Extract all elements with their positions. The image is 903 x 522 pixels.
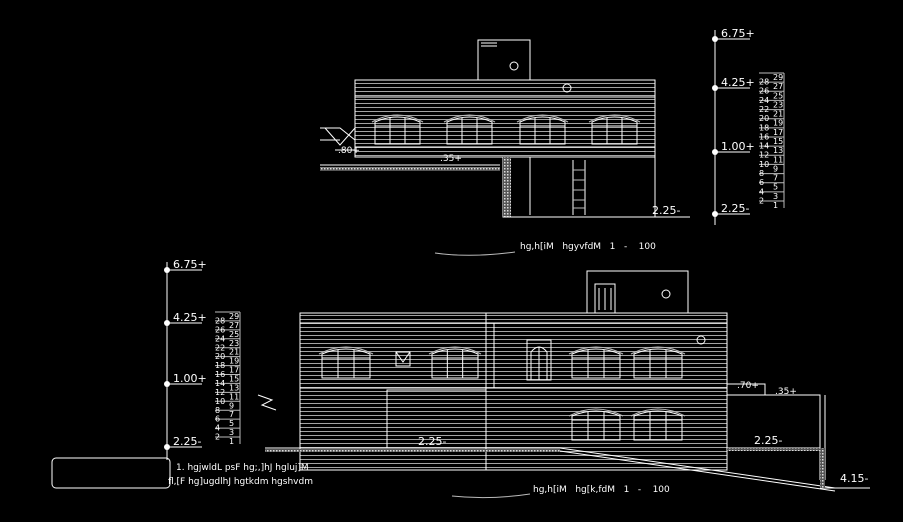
top-view-title: hg,h[iM hgyvfdM 1 - 100 xyxy=(520,242,656,252)
roof-box xyxy=(586,270,689,314)
step-number: 17 xyxy=(229,366,239,375)
step-number: 13 xyxy=(229,383,239,392)
step-number: 25 xyxy=(229,330,239,339)
step-number: 28 xyxy=(759,78,769,87)
step-number: 4 xyxy=(759,187,764,196)
legend-line-1: 1. hgjwldL psF hg;,]hJ hgluj]M xyxy=(176,463,309,473)
step-number: 20 xyxy=(759,114,769,123)
arched-window xyxy=(371,114,424,145)
step-number: 14 xyxy=(759,142,769,151)
dim-low-ground: 4.15- xyxy=(840,472,868,485)
step-number: 8 xyxy=(215,406,220,415)
step-number: 18 xyxy=(759,123,769,132)
step-number: 5 xyxy=(773,183,778,192)
step-number: 28 xyxy=(215,316,225,325)
legend-line-2: fl,[F hg]ugdlhJ hgtkdm hgshvdm xyxy=(168,477,313,487)
top-elevation: .80+ .35+ 2.25- 6.75+4.25+1.00+2.25- 292… xyxy=(320,27,785,256)
step-number: 10 xyxy=(759,160,769,169)
step-number: 14 xyxy=(215,379,225,388)
step-number: 9 xyxy=(773,164,778,173)
arched-window xyxy=(443,114,496,145)
step-number: 22 xyxy=(759,105,769,114)
legend-box xyxy=(51,457,171,489)
step-number: 16 xyxy=(215,370,225,379)
step-number: 3 xyxy=(773,192,778,201)
level-label: 4.25+ xyxy=(721,76,755,89)
arched-window xyxy=(630,346,686,379)
step-number: 7 xyxy=(773,174,778,183)
step-number: 29 xyxy=(229,312,239,321)
step-number: 11 xyxy=(773,155,783,164)
step-number: 24 xyxy=(215,334,225,343)
step-number: 15 xyxy=(229,375,239,384)
step-number: 4 xyxy=(215,424,220,433)
step-number: 23 xyxy=(773,100,783,109)
step-number: 7 xyxy=(229,410,234,419)
step-number: 26 xyxy=(759,87,769,96)
level-label: 6.75+ xyxy=(721,27,755,40)
arched-window xyxy=(318,346,374,379)
step-number: 27 xyxy=(773,82,783,91)
step-number: 6 xyxy=(759,178,764,187)
level-label: 2.25- xyxy=(721,202,749,215)
level-label: 6.75+ xyxy=(173,258,207,271)
marker-icon xyxy=(509,61,519,71)
step-number: 6 xyxy=(215,415,220,424)
arched-window xyxy=(588,114,641,145)
step-number: 1 xyxy=(773,201,778,210)
step-number: 23 xyxy=(229,339,239,348)
step-number: 15 xyxy=(773,137,783,146)
step-number: 13 xyxy=(773,146,783,155)
step-number: 25 xyxy=(773,91,783,100)
step-number: 2 xyxy=(759,196,764,205)
dim-garage: 2.25- xyxy=(418,435,446,448)
bottom-view-title: hg,h[iM hg[k,fdM 1 - 100 xyxy=(533,485,670,495)
step-number: 19 xyxy=(773,119,783,128)
step-number: 16 xyxy=(759,132,769,141)
arched-window xyxy=(428,346,482,379)
step-number: 1 xyxy=(229,437,234,446)
step-number: 21 xyxy=(773,110,783,119)
step-number: 19 xyxy=(229,357,239,366)
step-number: 9 xyxy=(229,401,234,410)
level-label: 1.00+ xyxy=(721,140,755,153)
step-number: 18 xyxy=(215,361,225,370)
step-number: 17 xyxy=(773,128,783,137)
dim-ground: 2.25- xyxy=(652,204,680,217)
dim-terrace-ground: 2.25- xyxy=(754,434,782,447)
step-number: 5 xyxy=(229,419,234,428)
step-number: 8 xyxy=(759,169,764,178)
step-number: 12 xyxy=(759,151,769,160)
bottom-elevation: 2.25- .70+ .35+ 2.25- 4.15- 6.75+ 4.25+ 1.… xyxy=(164,258,870,499)
step-number: 27 xyxy=(229,321,239,330)
arched-window xyxy=(568,408,624,441)
dim-stair: .80+ xyxy=(338,146,360,156)
step-number: 20 xyxy=(215,352,225,361)
step-number: 29 xyxy=(773,73,783,82)
step-number: 24 xyxy=(759,96,769,105)
step-number: 10 xyxy=(215,397,225,406)
building-facade xyxy=(354,79,656,158)
dim-terrace: .35+ xyxy=(775,387,797,397)
dim-base: .35+ xyxy=(440,154,462,164)
step-number: 12 xyxy=(215,388,225,397)
arched-window xyxy=(568,346,624,379)
building-facade xyxy=(299,312,728,471)
level-label: 2.25- xyxy=(173,435,201,448)
arched-window xyxy=(630,408,686,441)
level-label: 4.25+ xyxy=(173,311,207,324)
step-number: 11 xyxy=(229,392,239,401)
step-number: 3 xyxy=(229,428,234,437)
legend: 1. hgjwldL psF hg;,]hJ hgluj]M fl,[F hg]… xyxy=(51,457,313,489)
dim-terrace-upper: .70+ xyxy=(737,381,759,391)
arched-window xyxy=(516,114,569,145)
step-number: 22 xyxy=(215,343,225,352)
step-number: 2 xyxy=(215,433,220,442)
level-label: 1.00+ xyxy=(173,372,207,385)
step-number: 21 xyxy=(229,348,239,357)
step-number: 26 xyxy=(215,325,225,334)
